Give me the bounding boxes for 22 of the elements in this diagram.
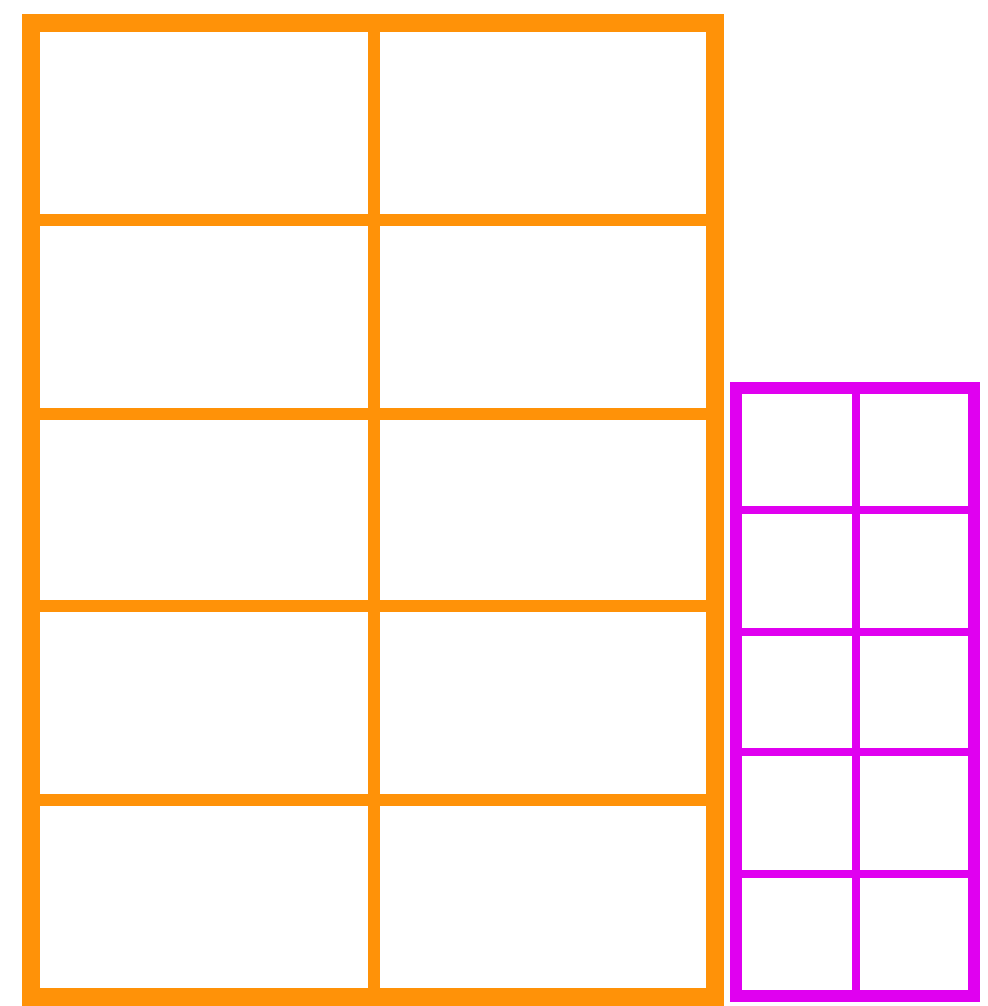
grid-cell	[373, 219, 712, 414]
grid-cell	[34, 26, 373, 220]
grid-cell	[738, 873, 855, 994]
grid-cell	[373, 413, 712, 607]
grid-cell	[738, 631, 855, 753]
grid-cell	[373, 26, 712, 220]
grid-cell	[855, 631, 972, 753]
grid-cell	[855, 752, 972, 874]
grid-cell	[34, 413, 373, 607]
grid-cell	[34, 800, 373, 994]
grid-cell	[738, 752, 855, 874]
grid-cell	[738, 390, 855, 511]
grid-cell	[373, 800, 712, 994]
grid-box	[730, 382, 980, 1002]
grid-cell	[373, 606, 712, 801]
grid-cell	[855, 873, 972, 994]
grid-cell	[855, 510, 972, 632]
grid-cell	[855, 390, 972, 511]
grid-cell	[34, 219, 373, 414]
grid-cell	[738, 510, 855, 632]
grid-box	[22, 14, 724, 1006]
grid-cell	[34, 606, 373, 801]
